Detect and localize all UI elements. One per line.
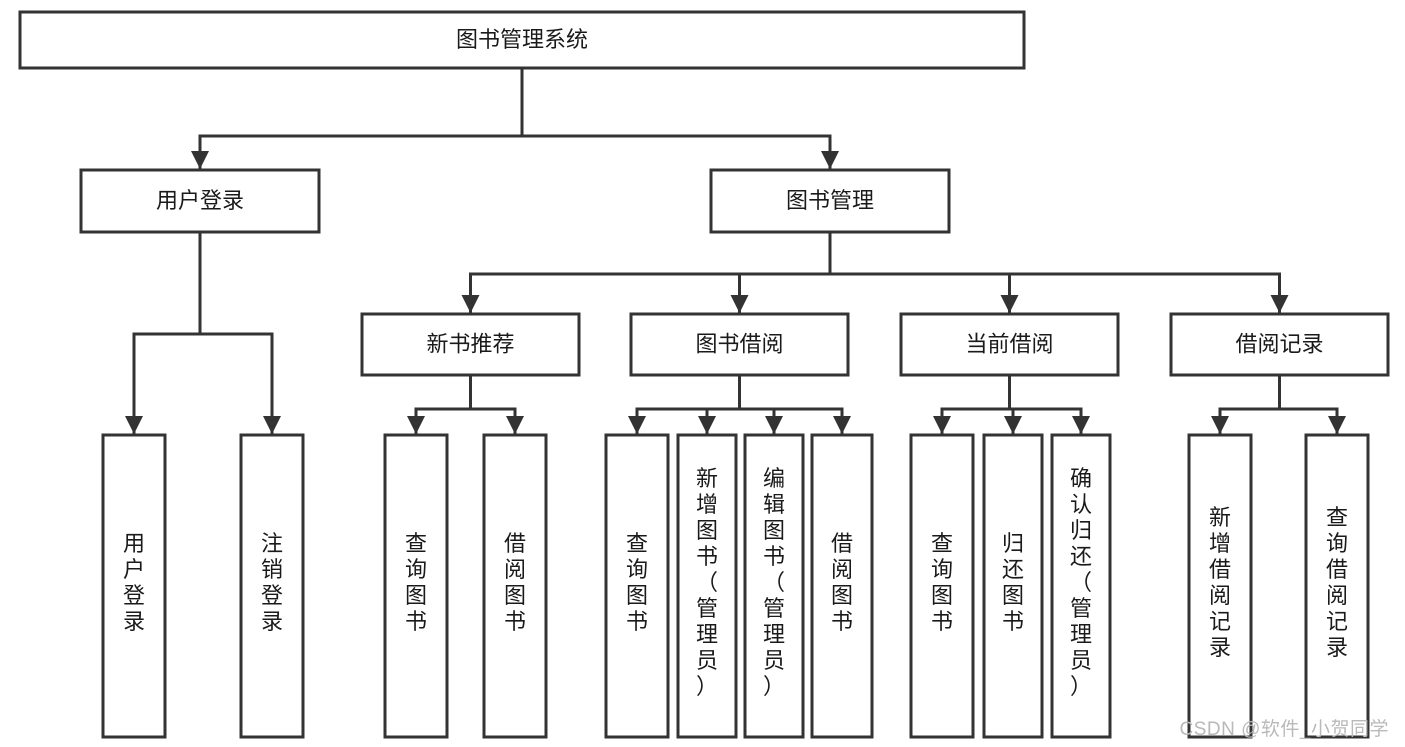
node-leaf-0-rect[interactable] — [101, 433, 167, 739]
arrow-head-icon — [833, 416, 851, 434]
node-leaf-11-label: 新增借阅记录 — [1209, 505, 1231, 660]
arrow-head-icon — [263, 416, 281, 434]
node-leaf-11[interactable]: 新增借阅记录 — [1187, 433, 1253, 739]
node-l2-0-rect[interactable] — [79, 168, 321, 234]
arrow-head-icon — [933, 416, 951, 434]
node-l3-1-label: 图书借阅 — [695, 331, 783, 356]
csdn-watermark: CSDN @软件_小贺同学 — [1179, 719, 1389, 740]
node-l3-1-rect[interactable] — [629, 312, 850, 377]
arrow-head-icon — [765, 416, 783, 434]
node-l3-0[interactable]: 新书推荐 — [360, 312, 581, 377]
node-leaf-12-label: 查询借阅记录 — [1326, 505, 1348, 660]
node-leaf-2-label: 查询图书 — [405, 531, 427, 634]
node-leaf-6-rect[interactable] — [743, 433, 805, 739]
node-leaf-10[interactable]: 确认归还（管理员） — [1050, 433, 1112, 739]
node-leaf-8-label: 查询图书 — [931, 531, 953, 634]
node-leaf-12-rect[interactable] — [1304, 433, 1370, 739]
node-l3-3-rect[interactable] — [1169, 312, 1390, 377]
node-leaf-8-rect[interactable] — [909, 433, 975, 739]
node-leaf-2[interactable]: 查询图书 — [383, 433, 449, 739]
arrow-head-icon — [1004, 416, 1022, 434]
node-leaf-7-label: 借阅图书 — [831, 531, 853, 634]
node-leaf-10-rect[interactable] — [1050, 433, 1112, 739]
node-leaf-4-rect[interactable] — [604, 433, 670, 739]
node-leaf-9-rect[interactable] — [982, 433, 1044, 739]
node-l2-1[interactable]: 图书管理 — [709, 168, 951, 234]
arrow-head-icon — [506, 416, 524, 434]
node-root[interactable]: 图书管理系统 — [18, 10, 1026, 70]
node-l2-0-label: 用户登录 — [156, 188, 244, 213]
node-leaf-5-rect[interactable] — [676, 433, 738, 739]
node-l3-3[interactable]: 借阅记录 — [1169, 312, 1390, 377]
node-l3-3-label: 借阅记录 — [1235, 331, 1323, 356]
arrow-head-icon — [821, 151, 839, 169]
node-leaf-11-rect[interactable] — [1187, 433, 1253, 739]
node-l3-2-label: 当前借阅 — [965, 331, 1053, 356]
node-leaf-9-label: 归还图书 — [1002, 531, 1024, 634]
node-leaf-3[interactable]: 借阅图书 — [482, 433, 548, 739]
arrow-head-icon — [1000, 295, 1019, 313]
node-l2-1-label: 图书管理 — [786, 188, 874, 213]
node-leaf-4-label: 查询图书 — [626, 531, 648, 634]
node-leaf-1-label: 注销登录 — [261, 531, 283, 634]
node-l3-0-rect[interactable] — [360, 312, 581, 377]
node-l2-1-rect[interactable] — [709, 168, 951, 234]
node-leaf-7[interactable]: 借阅图书 — [810, 433, 874, 739]
node-leaf-8[interactable]: 查询图书 — [909, 433, 975, 739]
node-root-rect[interactable] — [18, 10, 1026, 70]
arrow-head-icon — [628, 416, 646, 434]
node-root-label: 图书管理系统 — [456, 27, 588, 52]
connector-lines — [125, 66, 1346, 435]
node-leaf-6-label: 编辑图书（管理员） — [763, 466, 785, 699]
arrow-head-icon — [730, 295, 749, 313]
node-leaf-5-label: 新增图书（管理员） — [696, 466, 718, 699]
node-leaf-10-label: 确认归还（管理员） — [1070, 466, 1092, 699]
node-leaf-2-rect[interactable] — [383, 433, 449, 739]
node-l3-2[interactable]: 当前借阅 — [899, 312, 1120, 377]
arrow-head-icon — [698, 416, 716, 434]
node-leaf-6[interactable]: 编辑图书（管理员） — [743, 433, 805, 739]
node-leaf-3-label: 借阅图书 — [504, 531, 526, 634]
node-l2-0[interactable]: 用户登录 — [79, 168, 321, 234]
arrow-head-icon — [191, 151, 209, 169]
node-leaf-12[interactable]: 查询借阅记录 — [1304, 433, 1370, 739]
arrow-head-icon — [1211, 416, 1229, 434]
node-leaf-5[interactable]: 新增图书（管理员） — [676, 433, 738, 739]
arrow-head-icon — [125, 416, 143, 434]
node-leaf-3-rect[interactable] — [482, 433, 548, 739]
arrow-head-icon — [461, 295, 480, 313]
arrow-head-icon — [407, 416, 425, 434]
node-l3-1[interactable]: 图书借阅 — [629, 312, 850, 377]
arrow-head-icon — [1328, 416, 1346, 434]
node-leaf-7-rect[interactable] — [810, 433, 874, 739]
node-l3-0-label: 新书推荐 — [426, 331, 514, 356]
node-boxes: 图书管理系统用户登录图书管理新书推荐图书借阅当前借阅借阅记录用户登录注销登录查询… — [18, 10, 1390, 739]
node-l3-2-rect[interactable] — [899, 312, 1120, 377]
node-leaf-4[interactable]: 查询图书 — [604, 433, 670, 739]
arrow-head-icon — [1072, 416, 1090, 434]
node-leaf-0-label: 用户登录 — [123, 531, 145, 634]
node-leaf-0[interactable]: 用户登录 — [101, 433, 167, 739]
node-leaf-9[interactable]: 归还图书 — [982, 433, 1044, 739]
arrow-head-icon — [1270, 295, 1289, 313]
node-leaf-1[interactable]: 注销登录 — [239, 433, 305, 739]
node-leaf-1-rect[interactable] — [239, 433, 305, 739]
